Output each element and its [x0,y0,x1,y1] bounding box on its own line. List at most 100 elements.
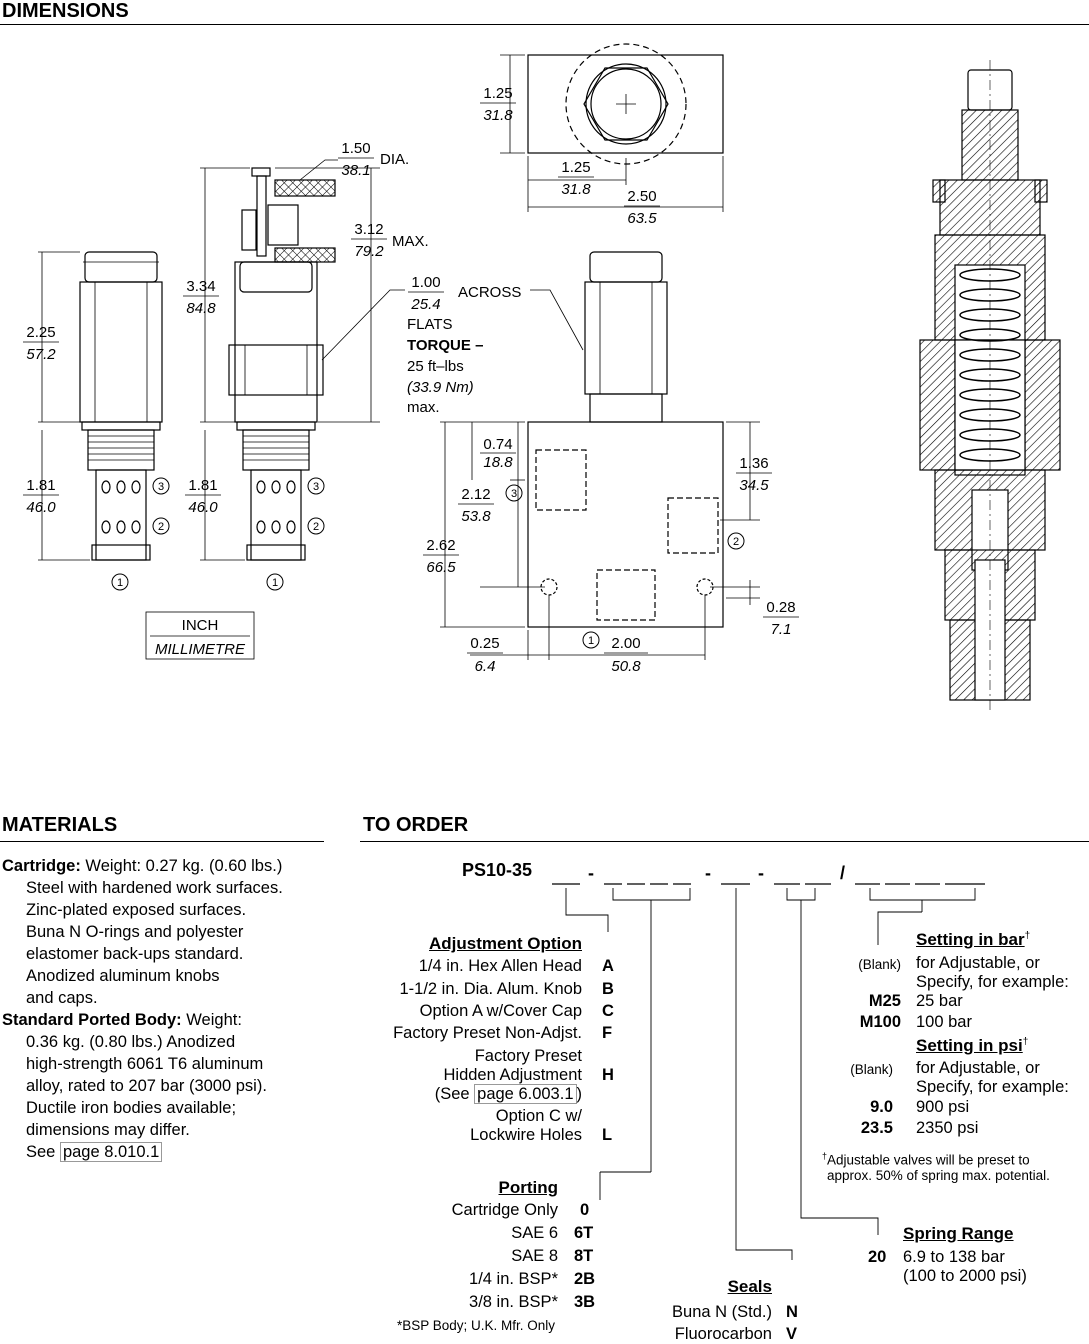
footnote-line-2: approx. 50% of spring max. potential. [827,1168,1050,1183]
cartridge-view-b [200,159,405,591]
porting-item-0-label: Cartridge Only [451,1201,558,1219]
dim-46-0-b: 46.0 [188,499,218,516]
torque-line-2: 25 ft–lbs [407,358,464,375]
adjustment-h-line-1: Factory Preset [474,1047,582,1065]
porting-item-8t-code: 8T [574,1247,594,1265]
torque-line-1: TORQUE – [407,337,483,354]
spring-header: Spring Range [903,1224,1014,1243]
dim-1-50: 1.50 [341,140,370,157]
dim-31-8-b: 31.8 [561,181,591,198]
porting-item-3b-label: 3/8 in. BSP* [469,1293,558,1311]
adjustment-l-line-2: Lockwire Holes [470,1126,582,1144]
adjustment-item-b-code: B [602,980,614,998]
svg-text:1: 1 [588,635,594,647]
porting-item-6t-label: SAE 6 [511,1224,558,1242]
adjustment-h-line-3: (See page 6.003.1) [434,1084,582,1104]
setting-psi-header: Setting in psi [916,1036,1023,1055]
svg-text:2: 2 [313,521,319,533]
dim-2-62: 2.62 [426,537,455,554]
svg-text:-: - [588,863,594,883]
cartridge-detail-3: Buna N O-rings and polyester [26,923,244,941]
dim-34-5: 34.5 [739,477,769,494]
cross-section-view [919,60,1061,710]
dim-3-12: 3.12 [354,221,383,238]
adjustment-item-c-code: C [602,1002,614,1020]
dim-2-12: 2.12 [461,486,490,503]
seals-item-v-label: Fluorocarbon [674,1325,772,1343]
svg-text:3: 3 [313,481,319,493]
dim-flats: FLATS [407,316,453,333]
dim-53-8: 53.8 [461,508,491,525]
porting-item-2b-code: 2B [574,1270,596,1288]
seals-item-n-label: Buna N (Std.) [672,1303,772,1321]
cartridge-detail-6: and caps. [26,989,98,1007]
dim-dia: DIA. [380,151,409,168]
top-view [500,43,724,212]
setting-bar-m25-code: M25 [868,992,901,1010]
setting-bar-m100-code: M100 [859,1013,901,1031]
model-code: PS10-35 [462,860,533,880]
dimensions-drawing: 1.25 31.8 1.25 31.8 2.50 63.5 1.50 38.1 … [23,43,1061,710]
dim-2-25: 2.25 [26,324,55,341]
spring-line-2: (100 to 2000 psi) [903,1267,1027,1285]
dim-1-25-b: 1.25 [561,159,590,176]
footnote-line-1: †Adjustable valves will be preset to [822,1151,1030,1168]
dimensions-rule [0,24,1089,25]
materials-body: Cartridge: Weight: 0.27 kg. (0.60 lbs.) … [2,855,283,1163]
svg-text:/: / [840,863,845,883]
cartridge-line: Cartridge: Weight: 0.27 kg. (0.60 lbs.) [2,857,283,875]
body-detail-1: 0.36 kg. (0.80 lbs.) Anodized [26,1033,236,1051]
dim-1-36: 1.36 [739,455,768,472]
dim-6-4: 6.4 [475,658,496,675]
dimensions-title: DIMENSIONS [2,0,129,22]
porting-header: Porting [498,1178,559,1197]
setting-bar-m25-label: 25 bar [916,992,963,1010]
dim-1-81-b: 1.81 [188,477,217,494]
dim-2-00: 2.00 [611,635,640,652]
torque-line-4: max. [407,399,440,416]
page-link-8-010-1[interactable]: page 8.010.1 [59,1142,163,1162]
dim-1-25-a: 1.25 [483,85,512,102]
porting-item-2b-label: 1/4 in. BSP* [469,1270,558,1288]
dim-38-1: 38.1 [341,162,370,179]
dim-46-0-a: 46.0 [26,499,56,516]
dim-3-34: 3.34 [186,278,215,295]
adjustment-l-line-1: Option C w/ [495,1107,582,1125]
unit-mm: MILLIMETRE [155,641,246,658]
dim-50-8: 50.8 [611,658,641,675]
seals-item-n-code: N [786,1303,798,1321]
setting-bar-header: Setting in bar [916,930,1025,949]
body-detail-2: high-strength 6061 T6 aluminum [26,1055,264,1073]
svg-text:2: 2 [733,536,739,548]
setting-psi-line-1: for Adjustable, or [916,1059,1040,1077]
dimension-labels: 1.25 31.8 1.25 31.8 2.50 63.5 1.50 38.1 … [23,85,799,675]
adjustment-item-a-label: 1/4 in. Hex Allen Head [418,957,582,975]
adjustment-item-a-code: A [602,957,614,975]
body-line: Standard Ported Body: Weight: [2,1011,242,1029]
adjustment-item-f-code: F [602,1024,613,1042]
cartridge-detail-4: elastomer back-ups standard. [26,945,244,963]
adjustment-item-c-label: Option A w/Cover Cap [419,1002,582,1020]
porting-item-0-code: 0 [580,1201,590,1219]
dim-max: MAX. [392,233,429,250]
dim-1-81-a: 1.81 [26,477,55,494]
dim-63-5: 63.5 [627,210,657,227]
seals-item-v-code: V [786,1325,798,1343]
body-detail-4: Ductile iron bodies available; [26,1099,237,1117]
dim-0-28: 0.28 [766,599,795,616]
dim-1-00: 1.00 [411,274,440,291]
setting-psi-9-code: 9.0 [870,1098,893,1116]
setting-bar-m100-label: 100 bar [916,1013,972,1031]
unit-box [145,611,255,660]
setting-psi-header-wrap: Setting in psi† [916,1036,1029,1055]
dim-84-8: 84.8 [186,300,216,317]
setting-psi-line-2: Specify, for example: [916,1078,1069,1096]
adjustment-header: Adjustment Option [429,934,582,953]
setting-psi-9-label: 900 psi [916,1098,970,1116]
body-detail-5: dimensions may differ. [26,1121,190,1139]
port-numbers: 1 3 2 1 3 2 3 2 1 [117,481,739,647]
dim-7-1: 7.1 [771,621,792,638]
page-link-6-003-1[interactable]: page 6.003.1 [474,1084,577,1104]
svg-text:2: 2 [158,521,164,533]
dim-0-74: 0.74 [483,436,512,453]
